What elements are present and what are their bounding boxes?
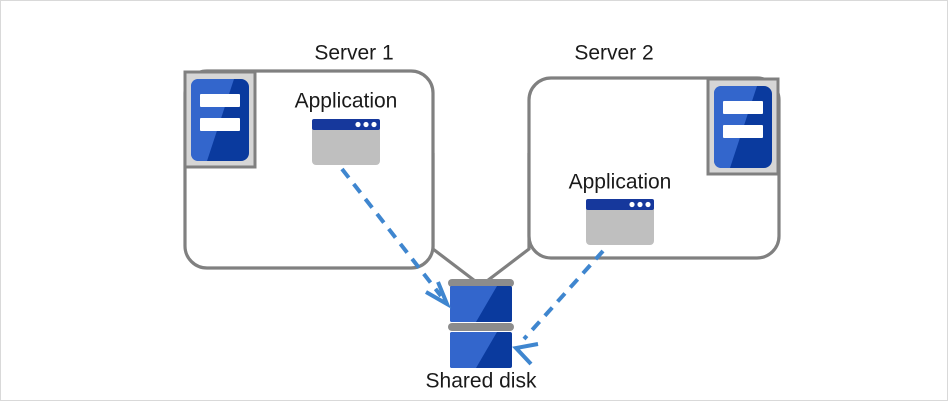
server1-application-label: Application	[295, 90, 398, 113]
server2-application-label: Application	[569, 171, 672, 194]
disk-bar-top	[448, 279, 514, 287]
window-dot-3	[371, 121, 377, 128]
server2-application-icon[interactable]	[586, 199, 654, 245]
server1-application-icon[interactable]	[312, 119, 380, 165]
server-icon	[191, 79, 249, 161]
server-icon-bar-bottom	[200, 118, 240, 131]
window-title-bar	[312, 119, 380, 130]
server2-group[interactable]	[527, 76, 781, 260]
server-icon-bar-bottom	[723, 125, 763, 138]
window-dot-1	[355, 121, 361, 128]
server2-icon-wrapper	[706, 77, 780, 176]
window-dot-2	[637, 201, 643, 208]
shared-disk-icon[interactable]	[448, 279, 514, 368]
disk-block-bottom	[450, 332, 512, 368]
server1-icon-wrapper	[183, 70, 257, 169]
server-icon-bar-top	[200, 94, 240, 107]
server-icon-bar-top	[723, 101, 763, 114]
window-dot-2	[363, 121, 369, 128]
disk-block-top	[450, 286, 512, 322]
server2-label: Server 2	[574, 42, 653, 65]
window-body	[312, 119, 380, 165]
window-body	[586, 199, 654, 245]
flow-arrow-server1-to-disk	[340, 167, 452, 309]
connector-server2-to-disk	[482, 153, 531, 286]
window-dot-3	[645, 201, 651, 208]
server1-label: Server 1	[314, 42, 393, 65]
shared-disk-label: Shared disk	[426, 370, 537, 393]
connector-lines	[431, 153, 531, 286]
window-dot-1	[629, 201, 635, 208]
server-icon	[714, 86, 772, 168]
disk-bar-middle	[448, 323, 514, 331]
window-title-bar	[586, 199, 654, 210]
connector-server1-to-disk	[431, 153, 480, 286]
flow-arrow-server2-to-disk	[512, 249, 605, 366]
server1-group[interactable]	[183, 69, 435, 270]
